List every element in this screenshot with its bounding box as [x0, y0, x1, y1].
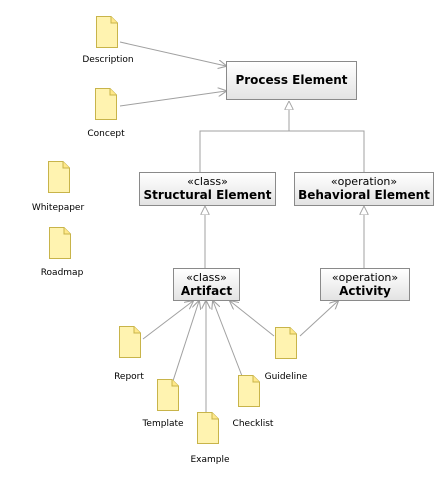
roadmap-document-icon[interactable]: [49, 227, 71, 259]
class-structural-element[interactable]: «class» Structural Element: [139, 172, 276, 206]
assoc-checklist-artifact: [213, 301, 243, 377]
generalization-behavioral-process: [289, 130, 365, 172]
behavioral-element-name: Behavioral Element: [298, 188, 430, 202]
template-label: Template: [142, 419, 184, 429]
artifact-stereotype: «class»: [186, 271, 227, 284]
structural-element-stereotype: «class»: [187, 175, 228, 188]
example-document-icon[interactable]: [197, 412, 219, 444]
class-artifact[interactable]: «class» Artifact: [173, 268, 240, 301]
whitepaper-document-icon[interactable]: [48, 161, 70, 193]
checklist-label: Checklist: [232, 419, 274, 429]
report-document-icon[interactable]: [119, 326, 141, 358]
whitepaper-label: Whitepaper: [31, 203, 85, 213]
artifact-name: Artifact: [180, 284, 233, 298]
example-label: Example: [190, 455, 230, 465]
behavioral-element-stereotype: «operation»: [330, 175, 398, 188]
class-process-element[interactable]: Process Element: [226, 61, 357, 100]
concept-document-icon[interactable]: [95, 88, 117, 120]
class-behavioral-element[interactable]: «operation» Behavioral Element: [294, 172, 434, 206]
description-label: Description: [82, 55, 134, 65]
report-label: Report: [114, 372, 144, 382]
class-activity[interactable]: «operation» Activity: [320, 268, 410, 301]
assoc-concept-process: [119, 91, 226, 107]
assoc-description-process: [119, 41, 226, 66]
assoc-guideline-activity: [299, 301, 338, 337]
process-element-name: Process Element: [235, 73, 348, 87]
structural-element-name: Structural Element: [143, 188, 272, 202]
assoc-report-artifact: [142, 301, 193, 340]
guideline-label: Guideline: [264, 372, 308, 382]
activity-name: Activity: [339, 284, 391, 298]
description-document-icon[interactable]: [96, 16, 118, 48]
guideline-document-icon[interactable]: [275, 327, 297, 359]
assoc-guideline-artifact: [230, 301, 275, 337]
assoc-template-artifact: [171, 301, 199, 385]
roadmap-label: Roadmap: [40, 268, 84, 278]
checklist-document-icon[interactable]: [238, 375, 260, 407]
concept-label: Concept: [87, 129, 125, 139]
generalization-structural-process: [199, 101, 289, 172]
template-document-icon[interactable]: [157, 379, 179, 411]
activity-stereotype: «operation»: [331, 271, 399, 284]
